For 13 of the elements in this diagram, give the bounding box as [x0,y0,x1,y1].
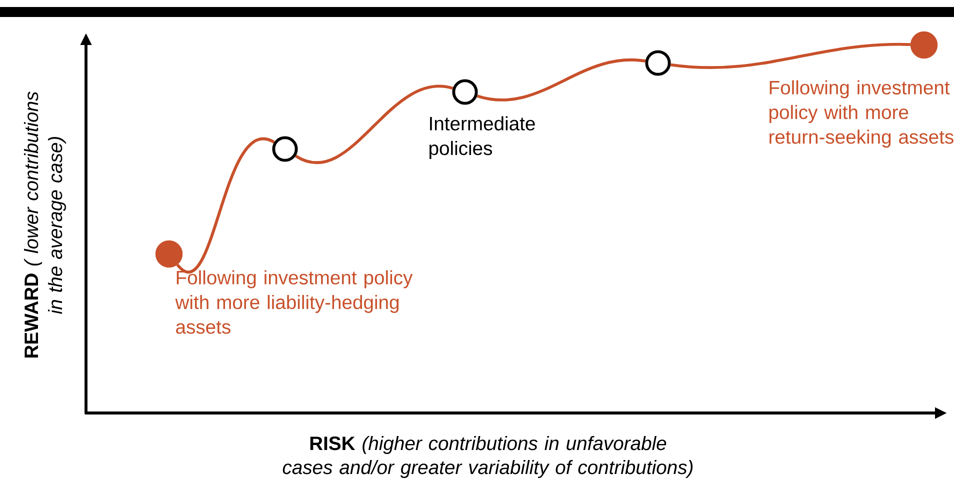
filled-point [155,240,183,268]
open-point [452,79,478,105]
open-point [645,50,671,76]
point-label: Following investment policy with more liability-hedging assets [175,270,413,334]
curve-segment [476,58,646,102]
open-point [272,136,298,162]
point-label: Intermediate policies [430,116,535,159]
filled-point [910,31,938,59]
curve-segment [670,43,910,70]
axis-title: RISK (higher contributions in unfavorable cases and/or greater variability of contributions) [282,436,693,478]
curve-segment [176,138,275,274]
point-label: Following investment policy with more return-seeking assets [770,80,954,148]
curve-segment [295,84,453,164]
